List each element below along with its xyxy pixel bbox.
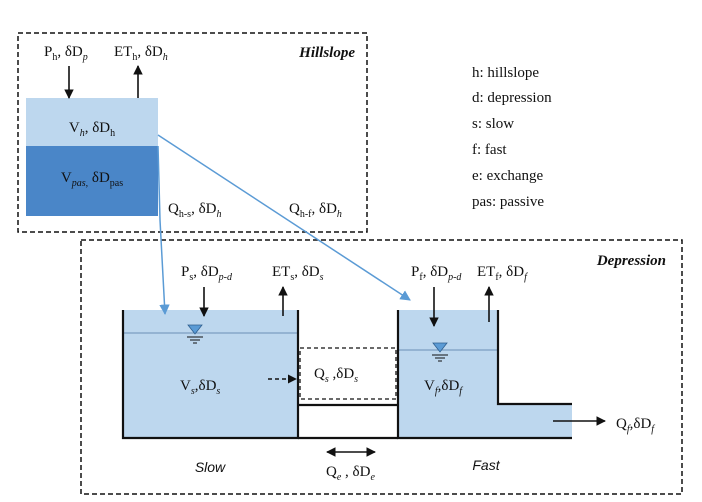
hillslope-active-store (26, 98, 158, 146)
hillslope-precip-label: Ph, δDp (44, 44, 88, 63)
fast-store-label: Vf,δDf (424, 378, 463, 397)
hillslope-boundary (17, 32, 368, 233)
flow-hill-to-fast-arrow (157, 134, 411, 301)
fast-et-label: ETf, δDf (477, 264, 528, 283)
legend-item: s: slow (472, 116, 514, 132)
depression-boundary (80, 239, 683, 495)
fast-reservoir-walls (396, 310, 572, 440)
fast-precip-label: Pf, δDp-d (411, 264, 462, 283)
legend-item: pas: passive (472, 194, 544, 210)
spill-label: Qs ,δDs (314, 366, 358, 385)
slow-water-level-icon (187, 324, 203, 344)
slow-reservoir-water (123, 310, 298, 438)
exchange-label: Qe , δDe (326, 464, 375, 483)
fast-label: Fast (472, 457, 500, 473)
depression-title: Depression (596, 253, 666, 269)
flow-hill-to-fast-label: Qh-f, δDh (289, 201, 342, 220)
fast-water-level-icon (432, 342, 448, 362)
outflow-label: Qf,δDf (616, 416, 655, 435)
hillslope-title: Hillslope (298, 45, 355, 61)
legend-item: f: fast (472, 142, 507, 158)
flow-hill-to-slow-label: Qh-s, δDh (168, 201, 221, 220)
slow-precip-label: Ps, δDp-d (181, 264, 233, 283)
hillslope-active-label: Vh, δDh (69, 120, 115, 139)
legend-item: d: depression (472, 90, 552, 106)
legend-item: h: hillslope (472, 65, 539, 81)
flow-hill-to-slow-arrow (157, 145, 170, 316)
slow-et-label: ETs, δDs (272, 264, 324, 283)
hillslope-et-label: ETh, δDh (114, 44, 168, 63)
slow-store-label: Vs,δDs (180, 378, 220, 397)
slow-label: Slow (195, 459, 226, 475)
legend: h: hillslope d: depression s: slow f: fa… (472, 65, 552, 210)
slow-reservoir-walls (121, 310, 300, 440)
hillslope-passive-label: Vpas, δDpas (61, 170, 123, 189)
fast-reservoir-water (398, 310, 498, 438)
hillslope-passive-store (26, 146, 158, 216)
legend-item: e: exchange (472, 168, 544, 184)
spill-box (299, 347, 397, 400)
